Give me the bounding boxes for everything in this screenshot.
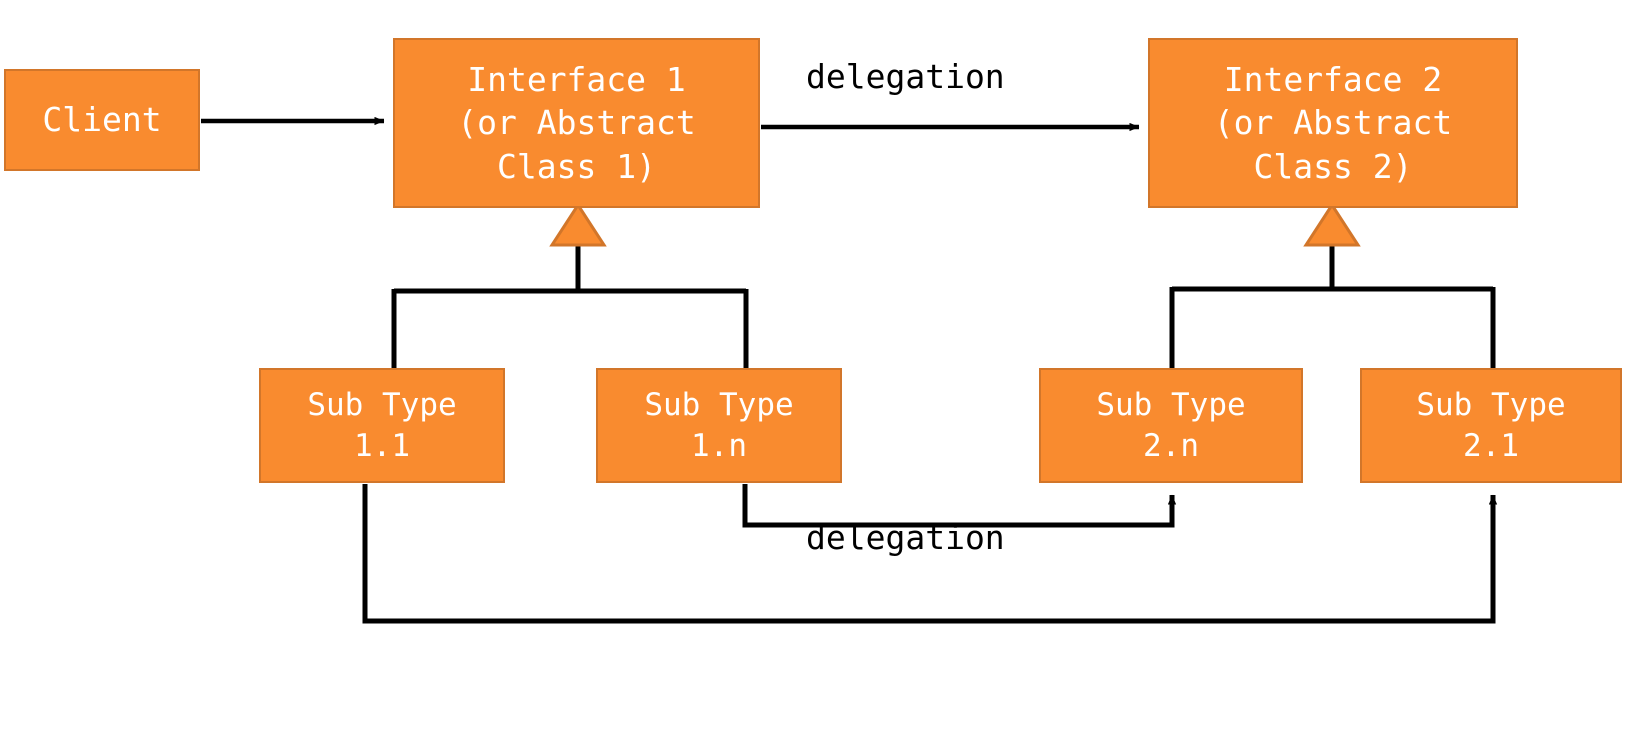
node-interface-2-line-2: (or Abstract	[1213, 103, 1453, 143]
node-sub-type-1-n[interactable]: Sub Type 1.n	[596, 368, 842, 483]
edge-label-delegation-top: delegation	[806, 57, 1005, 96]
node-sub-type-2-1-line-1: Sub Type	[1416, 386, 1566, 423]
node-sub-type-2-n[interactable]: Sub Type 2.n	[1039, 368, 1303, 483]
node-sub-type-1-n-line-1: Sub Type	[644, 386, 794, 423]
inheritance-triangle-interface2	[1303, 202, 1361, 247]
edge-generalization-interface1	[391, 202, 749, 370]
node-sub-type-2-1[interactable]: Sub Type 2.1	[1360, 368, 1622, 483]
inheritance-triangle-interface1	[549, 202, 607, 247]
node-interface-2[interactable]: Interface 2 (or Abstract Class 2)	[1148, 38, 1518, 208]
node-sub-type-1-n-line-2: 1.n	[691, 427, 747, 464]
node-client[interactable]: Client	[4, 69, 200, 171]
node-sub-type-2-1-line-2: 2.1	[1463, 427, 1519, 464]
node-interface-1[interactable]: Interface 1 (or Abstract Class 1)	[393, 38, 760, 208]
node-client-line-1: Client	[42, 100, 162, 140]
node-interface-1-line-2: (or Abstract	[457, 103, 696, 143]
node-sub-type-1-1-line-2: 1.1	[354, 427, 410, 464]
node-interface-2-line-3: Class 2)	[1253, 146, 1413, 186]
node-interface-1-line-3: Class 1)	[497, 146, 656, 186]
node-interface-1-line-1: Interface 1	[467, 59, 686, 99]
edge-generalization-interface2	[1169, 202, 1496, 370]
node-sub-type-2-n-line-1: Sub Type	[1096, 386, 1246, 423]
node-sub-type-1-1-line-1: Sub Type	[307, 386, 457, 423]
node-interface-2-line-1: Interface 2	[1223, 59, 1443, 99]
node-sub-type-1-1[interactable]: Sub Type 1.1	[259, 368, 505, 483]
node-sub-type-2-n-line-2: 2.n	[1143, 427, 1199, 464]
edge-label-delegation-bottom: delegation	[806, 518, 1005, 557]
